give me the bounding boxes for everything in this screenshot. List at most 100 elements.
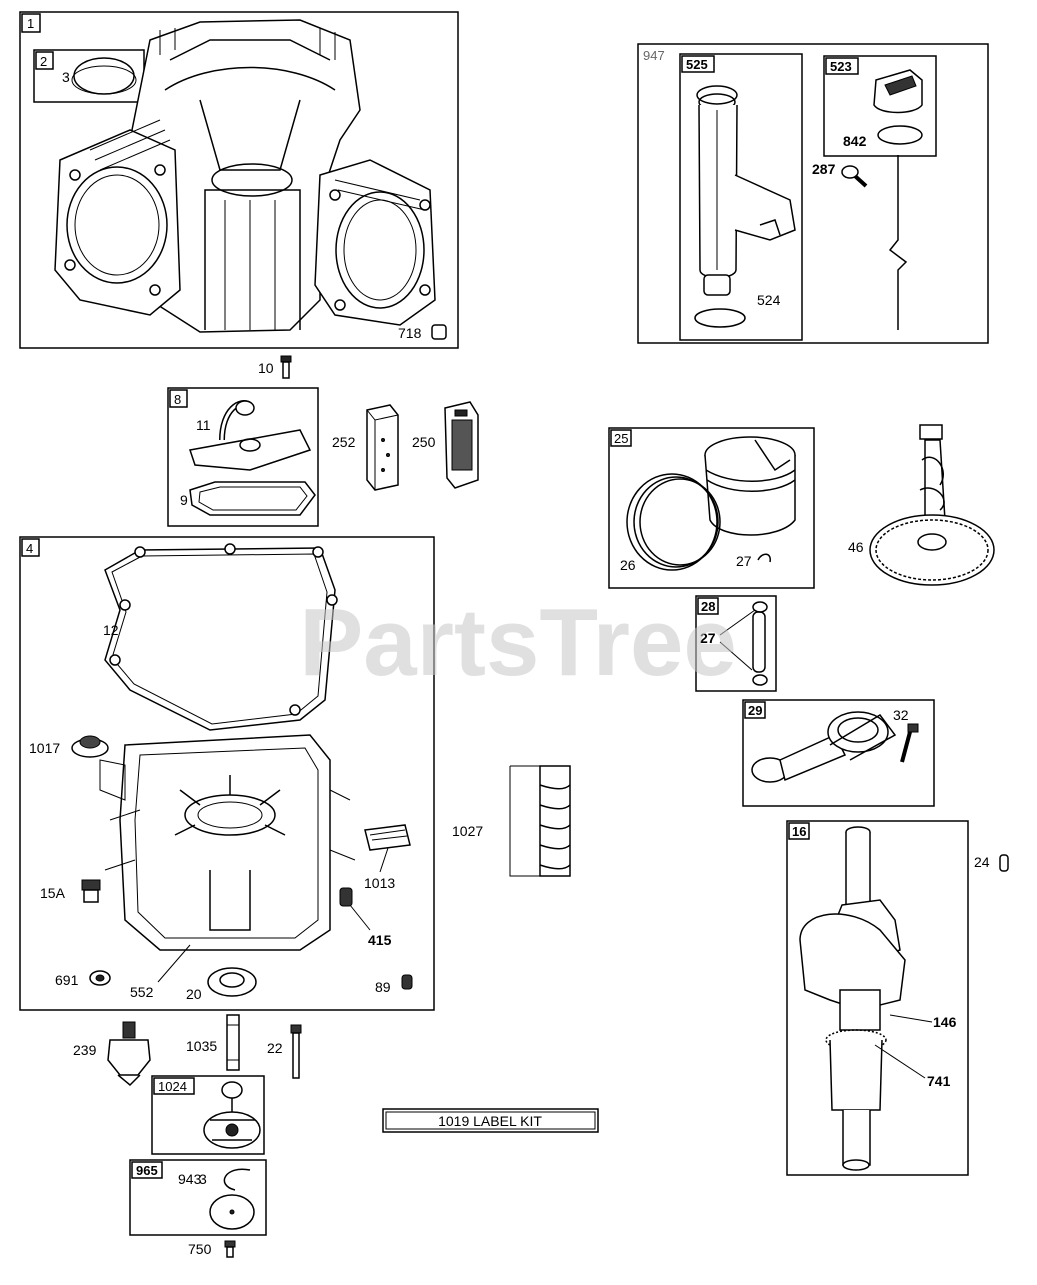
group-tag-box-4 (21, 538, 40, 557)
group-box-947 (637, 43, 989, 344)
group-tag-2: 2 (40, 54, 47, 69)
watermark-partstree: PartsTree (299, 589, 737, 696)
group-tag-box-1024 (153, 1077, 195, 1095)
part-1027-drawing (509, 765, 571, 877)
part-label-750: 750 (188, 1241, 212, 1257)
group-tag-4: 4 (26, 541, 33, 556)
group-box-25 (608, 427, 815, 589)
group-tag-1024: 1024 (158, 1079, 187, 1094)
cover-plate-center (229, 1209, 235, 1215)
screw-287 (841, 165, 868, 188)
part-label-24: 24 (974, 854, 990, 870)
part-label-15a: 15A (40, 885, 66, 901)
sump-cover-drawing (99, 734, 356, 951)
breather-reed-250 (444, 401, 479, 489)
part-label-842: 842 (843, 133, 867, 149)
part-label-27: 27 (736, 553, 752, 569)
leader-552 (157, 944, 191, 983)
part-label-943: 943 (178, 1171, 202, 1187)
leader-1013 (379, 847, 389, 873)
group-tag-28: 28 (701, 599, 715, 614)
label-kit-inner (385, 1111, 596, 1130)
dowel-24 (999, 854, 1009, 872)
part-label-11: 11 (196, 417, 211, 433)
seal-842 (877, 125, 923, 145)
group-box-523 (823, 55, 937, 157)
group-tag-16: 16 (792, 824, 806, 839)
oil-seal-cap-1017 (71, 735, 109, 758)
connecting-rod-29 (751, 711, 897, 783)
group-tag-523: 523 (830, 59, 852, 74)
group-box-8 (167, 387, 319, 527)
label-kit-text: 1019 LABEL KIT (438, 1113, 542, 1129)
group-tag-29: 29 (748, 703, 762, 718)
part-label-22: 22 (267, 1040, 283, 1056)
group-box-16 (786, 820, 969, 1176)
part-label-252: 252 (332, 434, 356, 450)
part-label-27-b: 27 (700, 630, 716, 646)
part-label-1013: 1013 (364, 875, 395, 891)
part-label-26: 26 (620, 557, 636, 573)
piston-pin-28 (719, 601, 768, 686)
group-tag-box-29 (744, 701, 766, 719)
sump-gasket-12 (104, 543, 338, 731)
oil-pump-1024 (203, 1081, 261, 1149)
retaining-ring-943 (223, 1168, 251, 1191)
leader-415 (349, 904, 371, 931)
leader-146 (889, 1014, 933, 1023)
label-kit-box (382, 1108, 599, 1133)
dipstick-rod (888, 155, 908, 330)
bolt-32 (900, 723, 919, 763)
leader-741 (874, 1044, 926, 1079)
part-label-415: 415 (368, 932, 392, 948)
group-box-28 (695, 595, 777, 692)
part-label-89: 89 (375, 979, 391, 995)
part-label-1027: 1027 (452, 823, 483, 839)
group-tag-box-2 (35, 51, 54, 70)
pin-1035 (226, 1014, 240, 1071)
part-label-146: 146 (933, 1014, 957, 1030)
circlip-27 (757, 553, 771, 563)
dowel-pin (431, 324, 447, 340)
part-label-287: 287 (812, 161, 836, 177)
group-tag-box-525 (681, 55, 715, 73)
group-box-4 (19, 536, 435, 1011)
cover-plate-965 (209, 1194, 255, 1230)
plug-89 (401, 974, 413, 990)
dipstick-cap-523 (873, 69, 923, 114)
group-tag-8: 8 (174, 392, 181, 407)
group-tag-box-8 (169, 389, 188, 408)
part-label-741: 741 (927, 1073, 951, 1089)
group-tag-box-28 (697, 597, 719, 615)
piston-rings-26 (626, 473, 721, 571)
gasket-ring-inner (71, 65, 137, 95)
group-tag-box-25 (610, 429, 632, 447)
group-tag-box-16 (788, 822, 810, 840)
piston-drawing (704, 436, 796, 536)
filter-element-252 (366, 404, 399, 491)
screw-750 (224, 1240, 236, 1258)
dipstick-tube-525 (696, 85, 796, 296)
group-tag-947: 947 (643, 48, 665, 63)
o-ring-524 (694, 308, 746, 328)
part-label-20: 20 (186, 986, 202, 1002)
bolt-10 (280, 355, 292, 379)
group-box-1024 (151, 1075, 265, 1155)
part-label-46: 46 (848, 539, 864, 555)
filter-pad-1013 (364, 824, 411, 851)
part-label-3-b: 3 (199, 1171, 207, 1187)
group-tag-box-1 (21, 13, 41, 33)
group-tag-box-965 (131, 1161, 163, 1179)
part-label-718: 718 (398, 325, 422, 341)
cylinder-block-drawing (54, 19, 436, 333)
governor-239 (107, 1021, 151, 1087)
group-tag-box-523 (825, 57, 859, 75)
part-label-250: 250 (412, 434, 436, 450)
part-label-239: 239 (73, 1042, 97, 1058)
breather-assembly (189, 400, 316, 516)
group-box-525 (679, 53, 803, 341)
part-label-10: 10 (258, 360, 274, 376)
group-tag-25: 25 (614, 431, 628, 446)
